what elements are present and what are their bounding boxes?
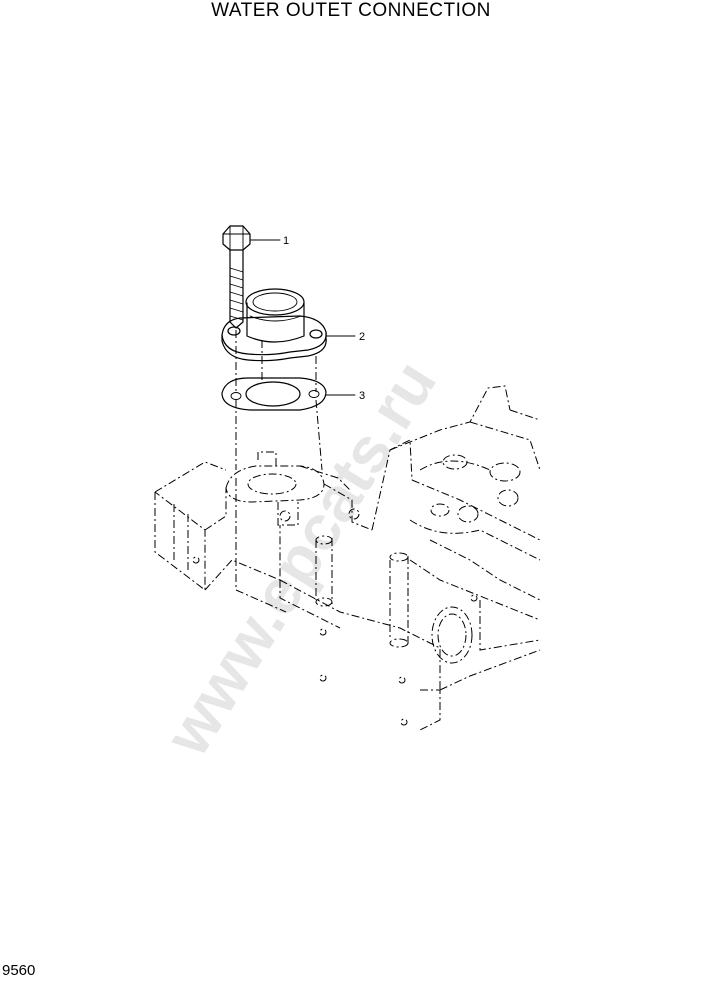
page-code: 9560 (2, 962, 36, 979)
gasket-part (221, 377, 327, 411)
diagram-title: WATER OUTET CONNECTION (211, 0, 491, 21)
watermark: www.epcats.ru (150, 348, 450, 768)
engine-housing (154, 385, 541, 731)
callout-3: 3 (359, 390, 365, 402)
callout-1: 1 (283, 235, 289, 247)
callout-2: 2 (359, 331, 365, 343)
water-outlet-connection-part (221, 288, 327, 362)
bolt-part (222, 225, 251, 329)
